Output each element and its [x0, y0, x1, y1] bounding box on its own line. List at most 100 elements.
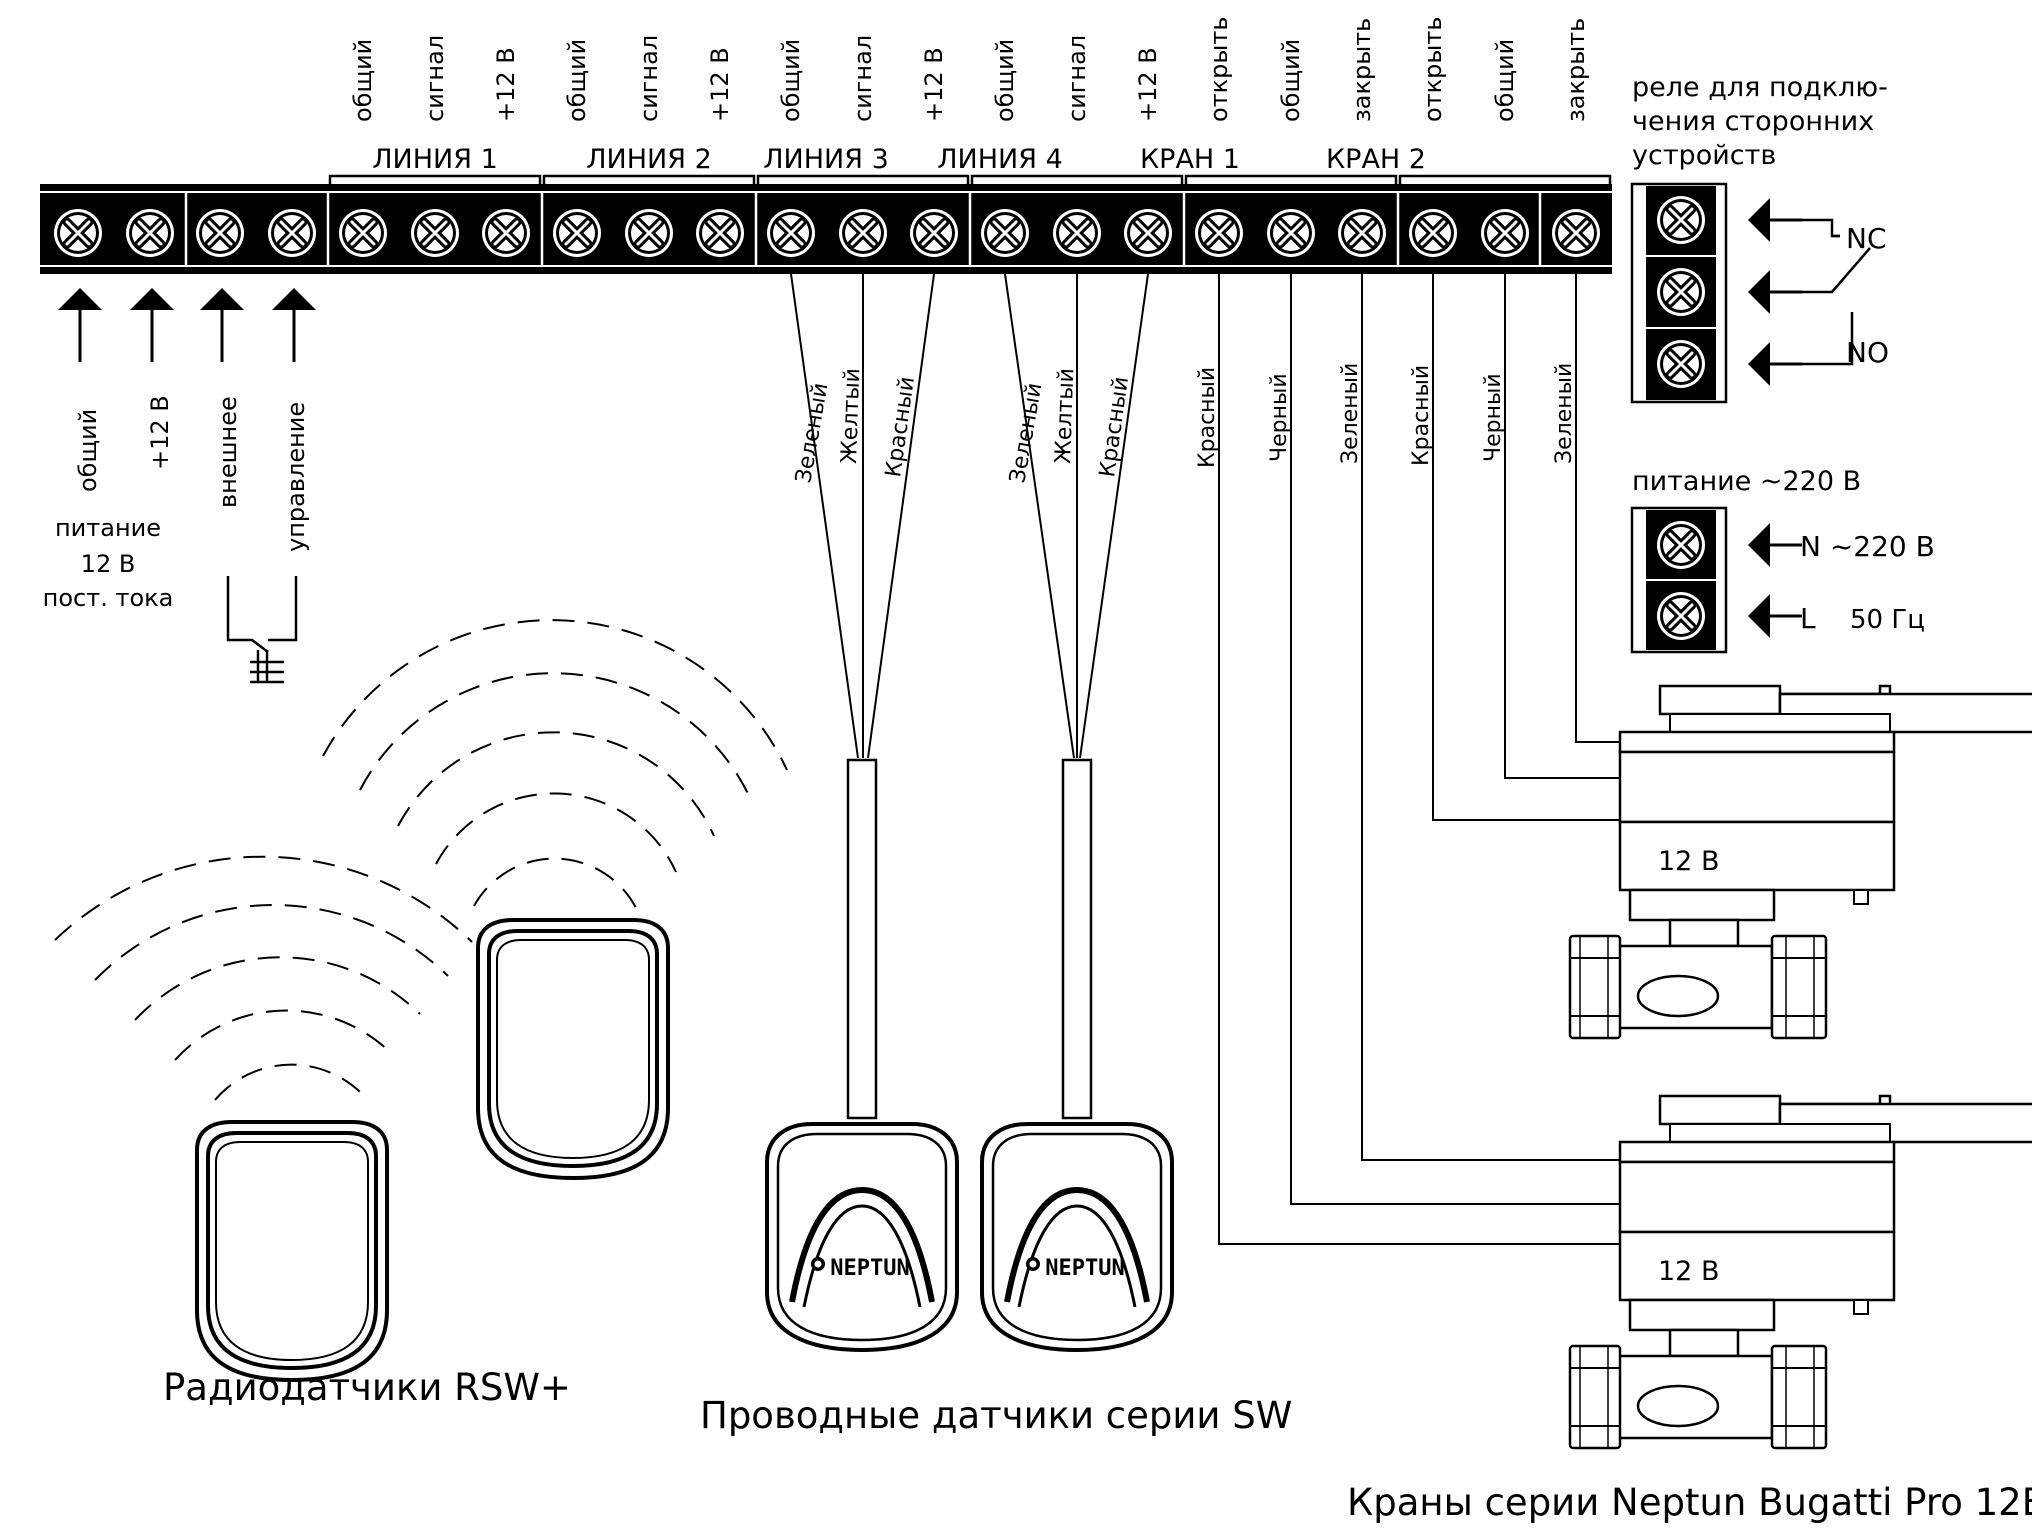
- screw-line1-signal[interactable]: [411, 209, 459, 257]
- arrow-left-icon: [1746, 196, 1804, 244]
- mains-freq-label: 50 Гц: [1850, 605, 1925, 635]
- screw-valve1-common[interactable]: [1267, 209, 1315, 257]
- screw-line2-signal[interactable]: [625, 209, 673, 257]
- screw-ext-2[interactable]: [268, 209, 316, 257]
- wire-color-label: Зеленый: [1338, 363, 1363, 464]
- screw-line3-common[interactable]: [767, 209, 815, 257]
- screw-valve1-open[interactable]: [1195, 209, 1243, 257]
- terminal-label: +12 В: [920, 47, 948, 122]
- screw-line4-common[interactable]: [981, 209, 1029, 257]
- screw-mains-l[interactable]: [1657, 592, 1705, 640]
- valve-1[interactable]: 12 В: [1568, 684, 2032, 1040]
- valve-icon: [1568, 684, 2032, 1040]
- radio-waves-sensor-2: [322, 619, 788, 913]
- line3-wires: [790, 273, 935, 759]
- arrow-left-icon: [1746, 521, 1804, 569]
- sw-sensor-icon: [767, 1124, 957, 1350]
- screw-line4-signal[interactable]: [1053, 209, 1101, 257]
- valve-voltage-label: 12 В: [1658, 1256, 1719, 1287]
- terminal-label: общий: [349, 39, 377, 122]
- arrow-up-icon: [128, 286, 176, 364]
- terminal-label: общий: [991, 39, 1019, 122]
- screw-ext-1[interactable]: [196, 209, 244, 257]
- sw-sensor-icon: [982, 1124, 1172, 1350]
- screw-power-12v[interactable]: [126, 209, 174, 257]
- terminal-label: сигнал: [421, 35, 449, 122]
- screw-line2-common[interactable]: [553, 209, 601, 257]
- wire-color-label: Черный: [1481, 373, 1506, 462]
- screw-mains-n[interactable]: [1657, 521, 1705, 569]
- terminal-label: открыть: [1205, 17, 1233, 122]
- power-arrows: [56, 286, 318, 364]
- terminal-label: сигнал: [849, 35, 877, 122]
- wire-color-label: Желтый: [837, 368, 865, 465]
- wire-color-label: Красный: [1409, 365, 1434, 466]
- screw-relay-nc[interactable]: [1657, 196, 1705, 244]
- rsw-sensor-1[interactable]: [195, 1120, 389, 1382]
- ext-pin-control: управление: [282, 402, 310, 552]
- terminal-label: общий: [777, 39, 805, 122]
- relay-contacts: [1802, 218, 1871, 366]
- screw-valve2-open[interactable]: [1409, 209, 1457, 257]
- terminal-label: +12 В: [492, 47, 520, 122]
- screw-line3-12v[interactable]: [910, 209, 958, 257]
- terminal-label: общий: [563, 39, 591, 122]
- sensor-brand-label: NEPTUN: [1045, 1256, 1124, 1281]
- mains-n-label: N ~220 В: [1800, 530, 1935, 563]
- screw-valve2-close[interactable]: [1552, 209, 1600, 257]
- valve-voltage-label: 12 В: [1658, 846, 1719, 877]
- relay-caption-line: чения сторонних: [1632, 106, 1874, 137]
- relay-caption-line: устройств: [1632, 140, 1776, 171]
- screw-valve2-common[interactable]: [1481, 209, 1529, 257]
- terminal-top-labels: общий сигнал +12 В общий сигнал +12 В об…: [349, 17, 1590, 122]
- screw-relay-no[interactable]: [1657, 340, 1705, 388]
- terminal-strip: [40, 184, 1612, 274]
- arrow-up-icon: [270, 286, 318, 364]
- wire-color-label: Красный: [881, 375, 920, 479]
- wire-color-label: Черный: [1267, 373, 1292, 462]
- screw-line1-12v[interactable]: [482, 209, 530, 257]
- sw-sensor-line4[interactable]: NEPTUN: [982, 1124, 1172, 1350]
- power-caption-line: пост. тока: [43, 584, 174, 612]
- line4-cable: [1061, 758, 1093, 1120]
- power-pin-common: общий: [74, 409, 102, 492]
- relay-no-label: NO: [1846, 336, 1889, 369]
- screw-line3-signal[interactable]: [839, 209, 887, 257]
- arrow-up-icon: [56, 286, 104, 364]
- caption-radio-sensors: Радиодатчики RSW+: [163, 1366, 571, 1409]
- rsw-sensor-2[interactable]: [476, 918, 670, 1180]
- valve-2[interactable]: 12 В: [1568, 1094, 2032, 1450]
- group-label-valve1: КРАН 1: [1140, 144, 1240, 175]
- terminal-label: +12 В: [1134, 47, 1162, 122]
- group-label-line1: ЛИНИЯ 1: [372, 144, 498, 175]
- screw-power-common[interactable]: [54, 209, 102, 257]
- terminal-label: +12 В: [706, 47, 734, 122]
- group-label-line4: ЛИНИЯ 4: [937, 144, 1063, 175]
- wire-color-labels: Зеленый Желтый Красный Зеленый Желтый Кр…: [791, 363, 1577, 485]
- screw-line1-common[interactable]: [339, 209, 387, 257]
- power-pin-12v: +12 В: [146, 395, 174, 470]
- mains-caption: питание ~220 В: [1632, 466, 1861, 497]
- wire-color-label: Красный: [1095, 375, 1134, 479]
- screw-line2-12v[interactable]: [696, 209, 744, 257]
- group-label-valve2: КРАН 2: [1326, 144, 1426, 175]
- line3-cable: [846, 758, 878, 1120]
- wire-color-label: Зеленый: [791, 381, 833, 485]
- mains-terminal-block: [1630, 506, 1728, 654]
- switch-icon: [226, 576, 298, 684]
- sw-sensor-line3[interactable]: NEPTUN: [767, 1124, 957, 1350]
- power-caption: питание 12 В пост. тока: [43, 514, 174, 612]
- arrow-left-icon: [1746, 268, 1804, 316]
- screw-valve1-close[interactable]: [1338, 209, 1386, 257]
- wire-color-label: Зеленый: [1005, 381, 1047, 485]
- valve-icon: [1568, 1094, 2032, 1450]
- wire-color-label: Зеленый: [1552, 363, 1577, 464]
- ext-pin-external: внешнее: [214, 396, 242, 508]
- screw-line4-12v[interactable]: [1124, 209, 1172, 257]
- wire-color-label: Желтый: [1051, 368, 1079, 465]
- relay-nc-label: NC: [1846, 222, 1887, 255]
- power-caption-line: питание: [55, 514, 161, 542]
- screw-relay-common[interactable]: [1657, 268, 1705, 316]
- valve-wires: [1218, 274, 1620, 1245]
